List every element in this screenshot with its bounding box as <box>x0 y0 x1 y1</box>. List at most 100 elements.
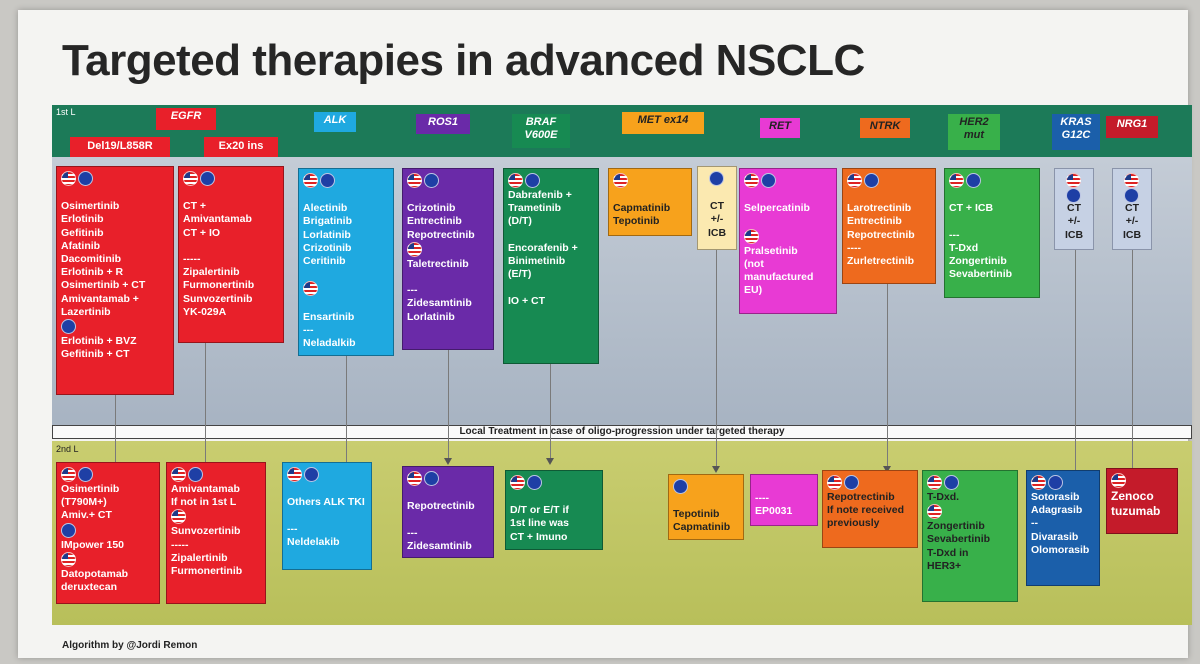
drug-line: (not <box>744 257 764 270</box>
flag-row <box>927 475 1013 491</box>
drug-line: Trametinib <box>508 202 562 215</box>
drug-line: Zipalertinib <box>183 266 240 279</box>
header-alk: ALK <box>314 112 356 132</box>
drug-line <box>949 215 1035 228</box>
drug-line: Zidesamtinib <box>407 539 472 552</box>
drug-line: Taletrectinib <box>407 257 469 270</box>
drug-line <box>613 189 687 202</box>
drug-line: EU) <box>744 284 763 297</box>
drug-line: previously <box>827 517 880 530</box>
us-flag-icon <box>61 171 76 186</box>
us-flag-icon <box>287 467 302 482</box>
drug-line: Osimertinib <box>61 200 120 213</box>
drug-line: IO + CT <box>508 294 546 307</box>
eu-flag-icon <box>761 173 776 188</box>
drug-line <box>183 187 279 200</box>
drug-line: Zipalertinib <box>171 551 228 564</box>
flag-row <box>927 504 1013 520</box>
us-flag-icon <box>1123 173 1139 188</box>
drug-line: Crizotinib <box>407 202 456 215</box>
drug-line: Adagrasib <box>1031 504 1083 517</box>
drug-line: CT <box>1067 202 1081 215</box>
us-flag-icon <box>407 173 422 188</box>
drug-line: Divarasib <box>1031 530 1079 543</box>
drug-line <box>702 187 732 200</box>
drug-line: Erlotinib <box>61 213 104 226</box>
flag-row <box>171 467 261 483</box>
second-line-alk: Others ALK TKI ---Neldelakib <box>282 462 372 570</box>
drug-line: manufactured <box>744 271 814 284</box>
flag-row <box>61 467 155 483</box>
drug-line: +/- <box>710 213 724 226</box>
drug-line: Repotrectinib <box>827 491 895 503</box>
drug-line: Tepotinib <box>613 215 660 228</box>
drug-line <box>303 297 389 310</box>
drug-line: Osimertinib + CT <box>61 279 146 292</box>
drug-line <box>510 491 598 504</box>
eu-flag-icon <box>673 479 688 494</box>
flag-row <box>510 475 598 491</box>
drug-line: Ceritinib <box>303 255 346 268</box>
flag-row <box>702 171 732 187</box>
drug-line: If not in 1st L <box>171 496 237 509</box>
drug-line: Neldelakib <box>287 535 340 548</box>
us-flag-icon <box>927 504 942 520</box>
drug-line <box>755 479 813 492</box>
drug-line: CT <box>710 200 724 213</box>
drug-line: (T790M+) <box>61 496 107 509</box>
drug-line: Binimetinib <box>508 255 566 268</box>
header-nrg1: NRG1 <box>1106 116 1158 138</box>
eu-flag-icon <box>61 319 76 335</box>
drug-line: T-Dxd. <box>927 491 960 503</box>
us-flag-icon <box>508 173 523 188</box>
drug-line: Osimertinib <box>61 483 120 495</box>
first-line-nrg1: CT+/-ICB <box>1112 168 1152 250</box>
eu-flag-icon <box>61 522 76 538</box>
drug-line <box>407 513 489 526</box>
drug-line: (D/T) <box>508 215 532 228</box>
drug-line <box>744 215 832 228</box>
drug-line: Zenoco <box>1111 489 1154 503</box>
eu-flag-icon <box>844 475 859 490</box>
drug-line <box>407 487 489 500</box>
eu-flag-icon <box>527 475 542 490</box>
eu-flag-icon <box>944 475 959 490</box>
first-line-met-ct: CT+/-ICB <box>697 166 737 250</box>
flag-row <box>61 171 169 187</box>
drug-line: Olomorasib <box>1031 543 1090 556</box>
us-flag-icon <box>927 475 942 490</box>
drug-line: Erlotinib + R <box>61 266 124 279</box>
flag-row <box>949 173 1035 189</box>
drug-line: Ensartinib <box>303 310 355 323</box>
drug-line: --- <box>303 323 314 336</box>
drug-line: Sotorasib <box>1031 491 1080 503</box>
drug-line: Entrectinib <box>407 215 462 228</box>
drug-line <box>407 189 489 202</box>
drug-line: Sevabertinib <box>949 268 1013 281</box>
us-flag-icon <box>827 475 842 490</box>
drug-line: ICB <box>1064 228 1084 241</box>
drug-line: D/T or E/T if <box>510 504 569 517</box>
drug-line: Amivantamab <box>183 213 252 226</box>
drug-line <box>407 271 489 284</box>
flag-row <box>1111 473 1173 489</box>
drug-line: Dabrafenib + <box>508 189 572 201</box>
flag-row <box>61 551 155 568</box>
flag-row <box>61 319 169 335</box>
eu-flag-icon <box>200 171 215 186</box>
drug-line: +/- <box>1067 215 1081 228</box>
us-flag-icon <box>407 241 422 257</box>
drug-line: Lazertinib <box>61 305 111 318</box>
drug-line: Dacomitinib <box>61 253 122 266</box>
drug-line <box>744 189 832 202</box>
us-flag-icon <box>171 509 186 525</box>
header-egfr: EGFR <box>156 108 216 130</box>
drug-line: Brigatinib <box>303 215 352 228</box>
drug-line: Zidesamtinib <box>407 297 472 310</box>
